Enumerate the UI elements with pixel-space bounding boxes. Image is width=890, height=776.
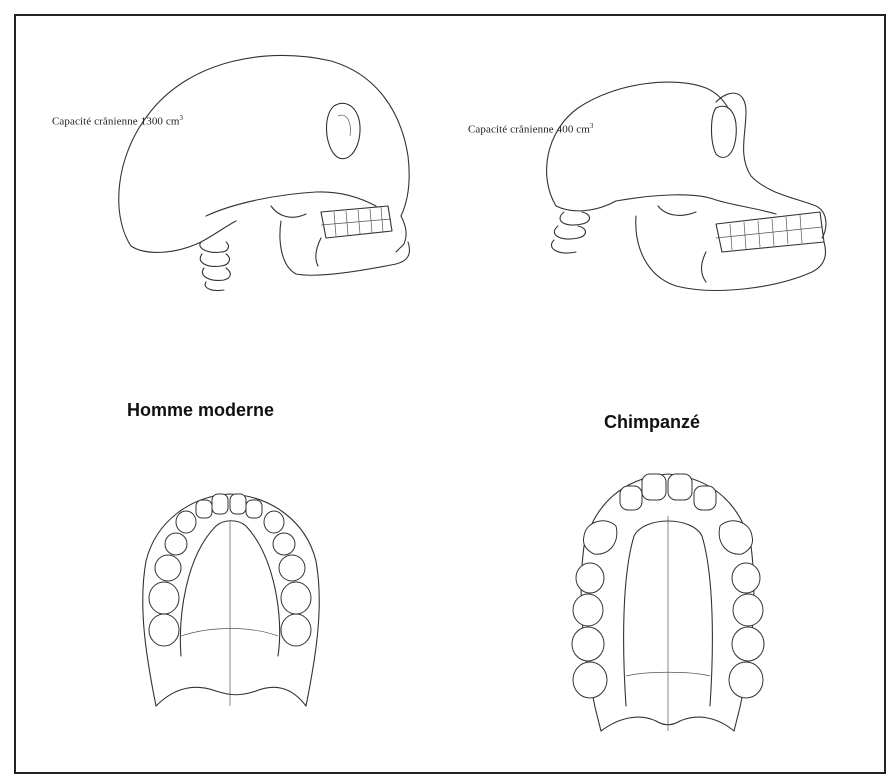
human-cranial-capacity-text: Capacité crânienne 1300 cm <box>52 116 180 128</box>
chimp-palate-illustration <box>572 474 764 731</box>
human-palate-illustration <box>143 494 320 706</box>
chimp-cranial-capacity-exponent: 3 <box>590 122 594 130</box>
chimp-skull-illustration <box>547 82 826 290</box>
figure-drawing <box>16 16 888 776</box>
human-cranial-capacity-exponent: 3 <box>180 114 184 122</box>
human-skull-illustration <box>119 55 410 290</box>
human-cranial-capacity-label: Capacité crânienne 1300 cm3 <box>52 114 183 128</box>
figure-frame: Capacité crânienne 1300 cm3 Capacité crâ… <box>14 14 886 774</box>
chimp-cranial-capacity-label: Capacité crânienne 400 cm3 <box>468 122 594 136</box>
chimp-cranial-capacity-text: Capacité crânienne 400 cm <box>468 124 590 136</box>
human-species-label: Homme moderne <box>127 400 274 421</box>
chimp-species-label: Chimpanzé <box>604 412 700 433</box>
